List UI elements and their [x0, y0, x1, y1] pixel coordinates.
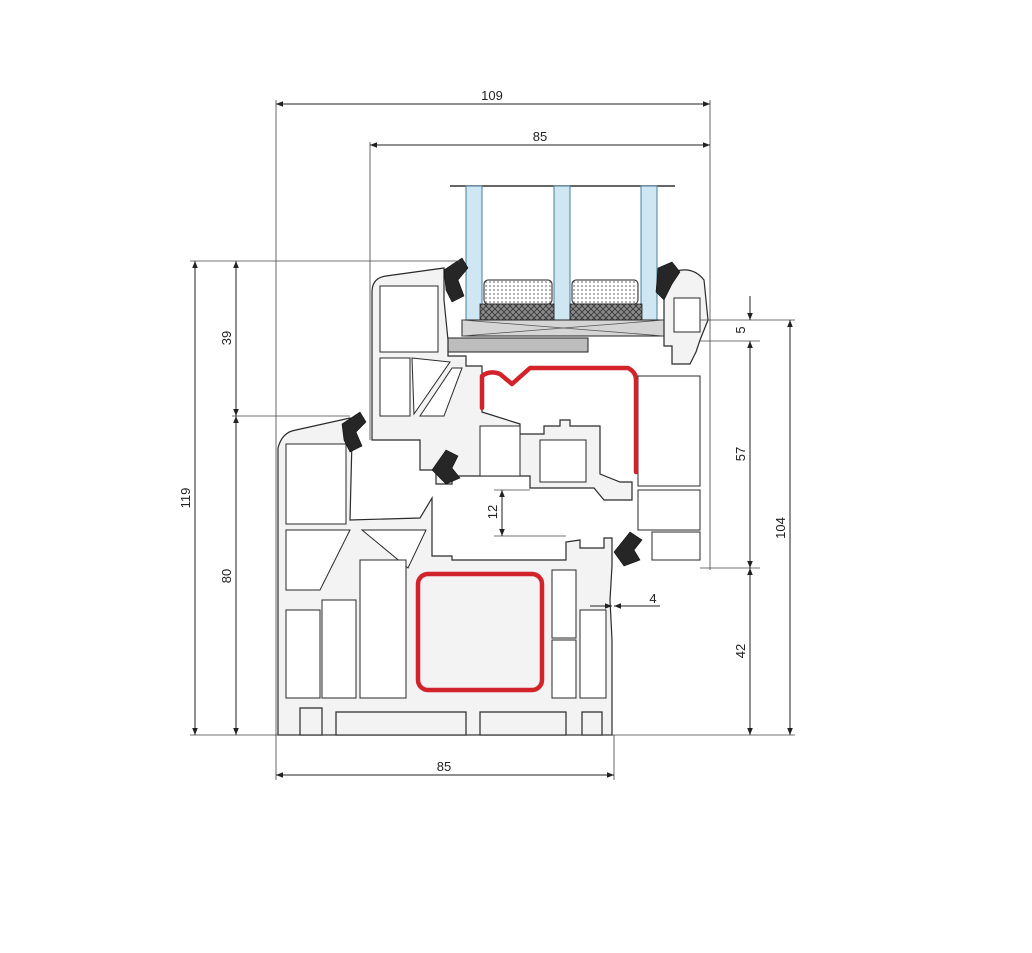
- label-overall-width: 109: [481, 88, 503, 103]
- frame-outer-chamber-3: [651, 531, 701, 561]
- gaskets: [341, 257, 681, 567]
- frame-chamber-4: [285, 609, 321, 699]
- label-total-height-right: 104: [773, 517, 788, 539]
- glazing-block-cross: [461, 319, 665, 337]
- label-frame-height: 80: [219, 569, 234, 583]
- frame-chamber-6: [359, 559, 407, 699]
- label-sash-height: 57: [733, 447, 748, 461]
- glass-pane-2: [553, 185, 571, 321]
- sash-steel-reinforcement: [479, 365, 639, 475]
- frame-chamber-2: [285, 529, 351, 591]
- sash-chamber-6: [539, 439, 587, 483]
- frame-outer-chamber-2: [637, 489, 701, 531]
- sash-chamber-3: [411, 357, 451, 416]
- sash-chamber-4: [419, 367, 463, 417]
- spacer-bar-2: [571, 279, 639, 305]
- label-frame-width: 85: [437, 759, 451, 774]
- glazing-gasket-inner: [443, 257, 469, 303]
- label-overall-height: 119: [178, 488, 193, 509]
- sealant-2: [569, 303, 643, 321]
- center-gasket: [431, 449, 461, 485]
- label-sash-width: 85: [533, 129, 547, 144]
- sash-stop-gasket: [341, 411, 367, 453]
- frame-chamber-9: [579, 609, 607, 699]
- frame-chamber-7: [551, 569, 577, 639]
- sash-chamber-1: [379, 285, 439, 353]
- frame-chamber-3: [360, 529, 427, 569]
- glass-pane-3: [640, 185, 658, 321]
- label-frame-lower-height: 42: [733, 644, 748, 658]
- sash-profile: [371, 267, 709, 501]
- frame-outer-chamber-1: [637, 375, 701, 487]
- sash-chamber-2: [379, 357, 411, 417]
- frame-chamber-8: [551, 639, 577, 699]
- label-glazing-rebate: 5: [733, 326, 748, 333]
- label-rebate-depth: 12: [485, 505, 500, 519]
- glass-pane-1: [465, 185, 483, 321]
- frame-chamber-5: [321, 599, 357, 699]
- sash-chamber-5: [479, 425, 521, 477]
- frame-profile: [277, 375, 701, 736]
- frame-chamber-1: [285, 443, 347, 525]
- sash-hook-chamber: [673, 297, 701, 333]
- glazing-gasket-outer: [655, 261, 681, 301]
- sealant-1: [479, 303, 555, 321]
- dimension-lines: [192, 101, 793, 778]
- frame-steel-reinforcement: [415, 571, 545, 693]
- frame-top-lip: [299, 707, 603, 736]
- spacer-bar-1: [483, 279, 553, 305]
- label-gap: 4: [649, 591, 656, 606]
- frame-stop-gasket: [613, 531, 643, 567]
- glazing-unit: [447, 185, 675, 353]
- label-overlap-height: 39: [219, 331, 234, 345]
- glazing-bead-strip: [447, 337, 589, 353]
